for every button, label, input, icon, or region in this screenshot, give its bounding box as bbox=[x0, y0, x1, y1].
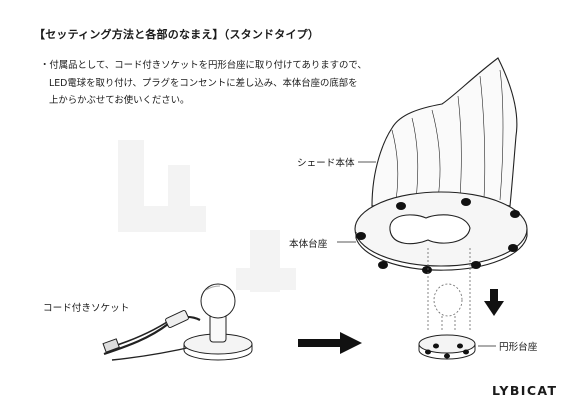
instruction-line: LED電球を取り付け、プラグをコンセントに差し込み、本体台座の底部を bbox=[49, 77, 358, 89]
round-base-drawing bbox=[418, 334, 476, 360]
right-arrow bbox=[298, 332, 362, 354]
background-watermark bbox=[118, 140, 296, 292]
page-title: 【セッティング方法と各部のなまえ】（スタンドタイプ） bbox=[34, 28, 320, 41]
brand-logo: LYBICAT bbox=[492, 383, 558, 398]
socket-assembly-drawing bbox=[102, 283, 253, 361]
body-base-label: 本体台座 bbox=[289, 239, 328, 250]
round-base-label: 円形台座 bbox=[499, 342, 538, 353]
socket-label: コード付きソケット bbox=[43, 303, 130, 314]
guide-lines bbox=[427, 248, 471, 332]
body-base-drawing bbox=[354, 191, 528, 274]
leader-lines bbox=[337, 161, 496, 347]
instructions: ・付属品として、コード付きソケットを円形台座に取り付けてありますので、 LED電… bbox=[40, 57, 367, 110]
shade-label: シェード本体 bbox=[297, 158, 355, 169]
instruction-line: ・付属品として、コード付きソケットを円形台座に取り付けてありますので、 bbox=[40, 60, 367, 71]
instruction-line: 上からかぶせてお使いください。 bbox=[49, 95, 190, 106]
down-arrow bbox=[484, 289, 504, 316]
shade-drawing bbox=[371, 57, 518, 207]
